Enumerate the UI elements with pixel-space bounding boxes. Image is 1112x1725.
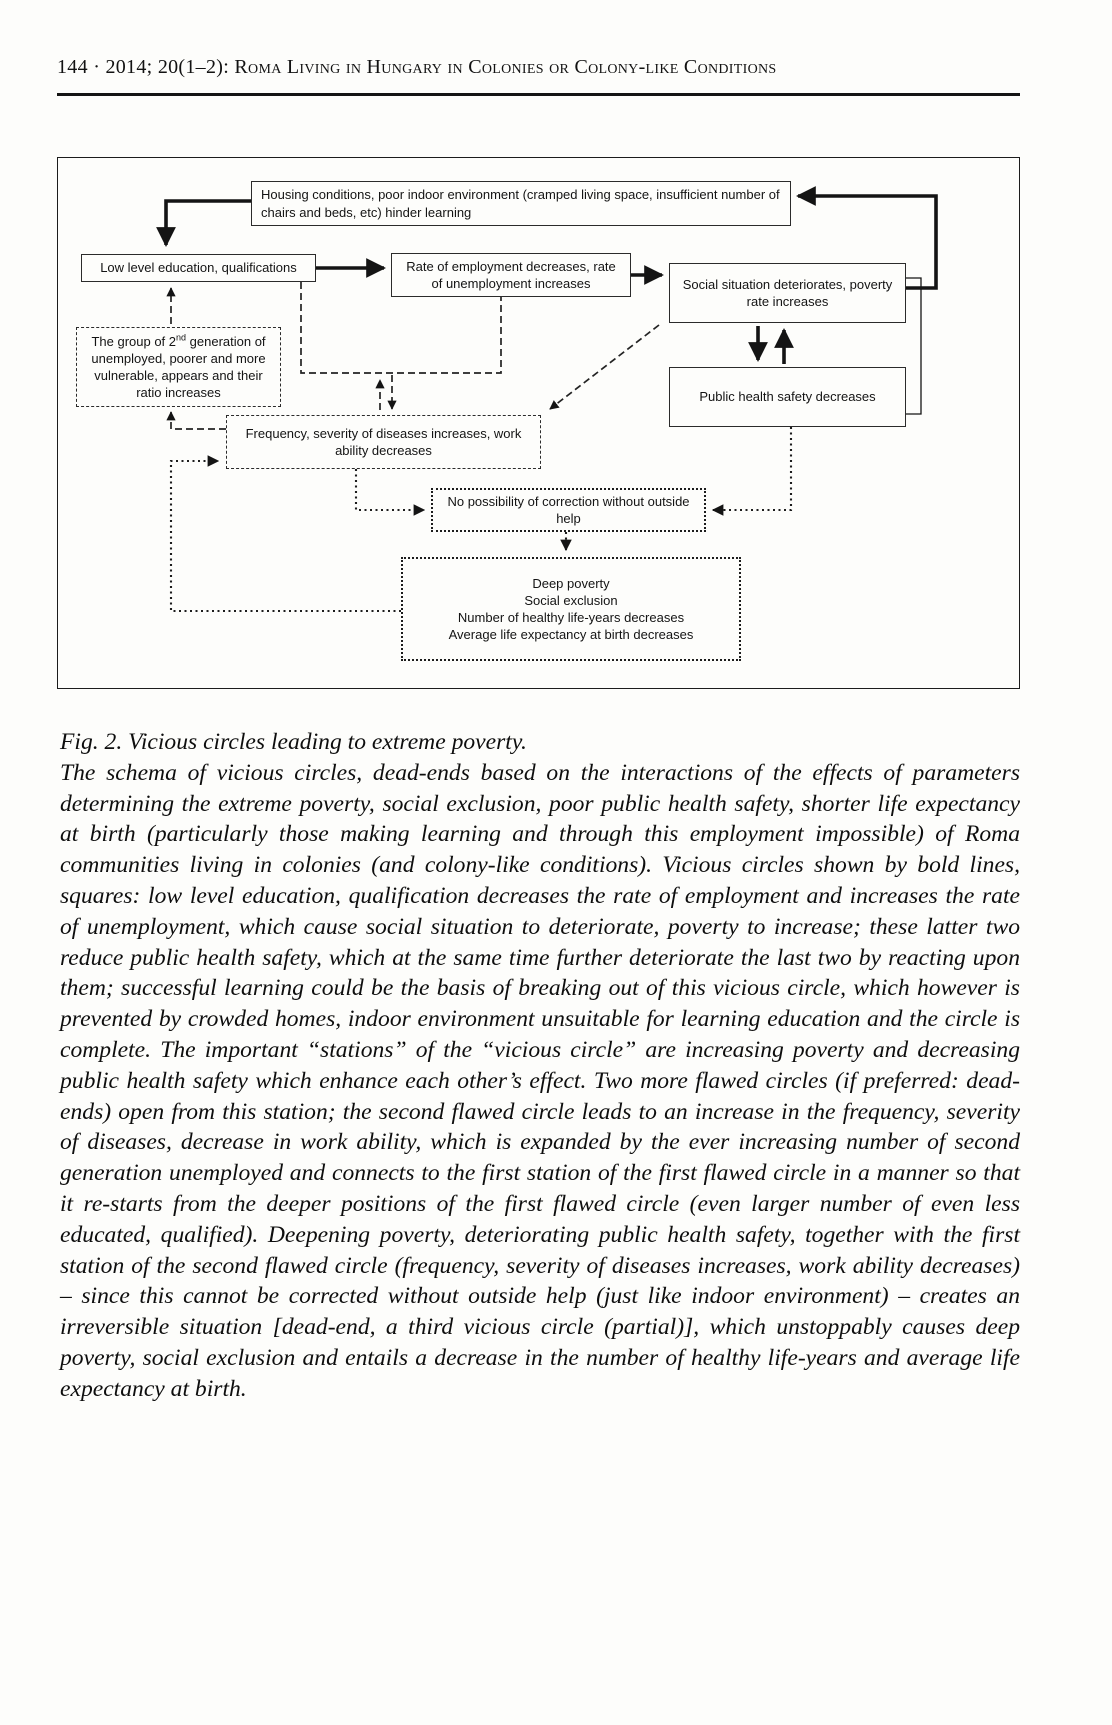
- box-no-correction: No possibility of correction without out…: [431, 488, 706, 532]
- arrow-disease-to-generation: [166, 411, 226, 430]
- box-disease-frequency-text: Frequency, severity of diseases increase…: [245, 425, 522, 458]
- bracket-social-health-loop: [906, 277, 922, 415]
- arrow-social-to-disease: [549, 324, 660, 410]
- box-second-generation-text-pre: The group of 2: [91, 333, 177, 349]
- box-second-generation-text: The group of 2nd generation of unemploye…: [86, 333, 271, 402]
- figure-caption-title: Fig. 2. Vicious circles leading to extre…: [60, 729, 527, 755]
- box-housing-conditions-text: Housing conditions, poor indoor environm…: [261, 187, 780, 220]
- box-public-health-safety: Public health safety decreases: [669, 367, 906, 427]
- box-disease-frequency: Frequency, severity of diseases increase…: [226, 415, 541, 469]
- header-rule: [57, 93, 1020, 96]
- box-second-generation: The group of 2nd generation of unemploye…: [76, 327, 281, 407]
- box-public-health-safety-text: Public health safety decreases: [699, 389, 876, 405]
- box-no-correction-text: No possibility of correction without out…: [447, 493, 690, 526]
- arrow-disease-to-correction: [354, 469, 426, 516]
- box-second-generation-text-post: generation of unemployed, poorer and mor…: [91, 333, 266, 401]
- box-housing-conditions: Housing conditions, poor indoor environm…: [251, 181, 791, 226]
- dashed-junction-education-employment: [300, 282, 502, 374]
- figure-caption-body: The schema of vicious circles, dead-ends…: [60, 759, 1020, 1402]
- box-social-situation: Social situation deteriorates, poverty r…: [669, 263, 906, 323]
- header-page-number: 144 · 2014; 20(1–2):: [57, 56, 235, 78]
- figure-2-diagram: Housing conditions, poor indoor environm…: [57, 157, 1020, 689]
- diagram-arrows: [156, 186, 938, 613]
- box-social-situation-text: Social situation deteriorates, poverty r…: [682, 276, 893, 309]
- arrow-health-to-correction: [711, 427, 793, 516]
- box-low-level-education-text: Low level education, qualifications: [100, 260, 297, 276]
- box-deep-poverty: Deep poverty Social exclusion Number of …: [401, 557, 741, 661]
- deep-poverty-line: Social exclusion: [524, 592, 618, 608]
- box-second-generation-ordinal: nd: [176, 332, 187, 343]
- arrow-housing-to-education: [156, 199, 251, 247]
- box-low-level-education: Low level education, qualifications: [81, 254, 316, 282]
- deep-poverty-line: Number of healthy life-years decreases: [457, 610, 685, 625]
- deep-poverty-line: Deep poverty: [532, 575, 610, 591]
- arrow-deep-poverty-loop-to-disease: [169, 455, 401, 613]
- figure-caption: Fig. 2. Vicious circles leading to extre…: [60, 727, 1020, 1405]
- box-rate-of-employment-text: Rate of employment decreases, rate of un…: [406, 258, 616, 291]
- header-running-title: Roma Living in Hungary in Colonies or Co…: [234, 56, 777, 78]
- deep-poverty-line: Average life expectancy at birth decreas…: [448, 627, 694, 643]
- box-rate-of-employment: Rate of employment decreases, rate of un…: [391, 253, 631, 297]
- page-header: 144 · 2014; 20(1–2): Roma Living in Hung…: [57, 56, 1020, 79]
